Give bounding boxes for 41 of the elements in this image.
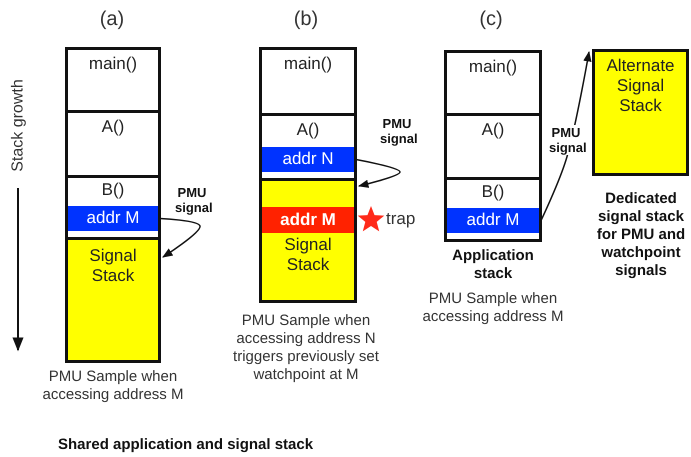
figure-caption: Shared application and signal stack bbox=[58, 436, 314, 454]
address-band bbox=[262, 147, 354, 172]
address-band bbox=[68, 206, 158, 231]
frame-label: B() bbox=[100, 180, 126, 200]
frame-label: main() bbox=[88, 54, 138, 74]
stack-frame bbox=[259, 47, 357, 116]
caption-heading: Dedicated signal stack for PMU and watchpoint signals bbox=[596, 190, 686, 280]
stack-frame bbox=[444, 50, 542, 116]
panel-label: (b) bbox=[292, 8, 320, 31]
address-label: addr M bbox=[466, 210, 520, 230]
caption-heading: Application stack bbox=[451, 247, 535, 283]
address-band bbox=[447, 208, 539, 233]
stack-frame bbox=[65, 175, 161, 240]
address-label: addr M bbox=[279, 210, 337, 230]
caption-text: PMU Sample when accessing address M bbox=[422, 290, 564, 326]
frame-label: main() bbox=[468, 57, 518, 77]
frame-label: A() bbox=[296, 120, 320, 140]
stack-frame bbox=[444, 177, 542, 242]
caption-text: PMU Sample when accessing address N triggers previously set watchpoint at M bbox=[232, 312, 380, 384]
frame-label: Signal Stack bbox=[283, 235, 333, 275]
frame-label: A() bbox=[480, 120, 506, 140]
panel-label: (a) bbox=[98, 8, 126, 31]
stack-frame bbox=[592, 49, 689, 176]
frame-label: Alternate Signal Stack bbox=[605, 56, 676, 116]
address-label: addr M bbox=[86, 208, 140, 228]
stack-frame bbox=[65, 237, 161, 363]
panel-label: (c) bbox=[478, 8, 504, 31]
address-label: addr N bbox=[281, 149, 335, 169]
axis-label: Stack growth bbox=[8, 78, 28, 174]
arrow bbox=[356, 158, 401, 188]
frame-label: Signal Stack bbox=[88, 246, 138, 286]
frame-label: B() bbox=[480, 182, 506, 202]
trap-label: trap bbox=[386, 210, 416, 228]
caption-text: PMU Sample when accessing address M bbox=[42, 368, 184, 404]
frame-label: main() bbox=[282, 54, 334, 74]
stack-frame bbox=[65, 110, 161, 178]
stack-frame bbox=[444, 113, 542, 180]
arrow bbox=[160, 218, 201, 258]
frame-label: A() bbox=[100, 117, 126, 137]
stack-frame bbox=[259, 113, 357, 181]
stack-frame bbox=[65, 47, 161, 113]
